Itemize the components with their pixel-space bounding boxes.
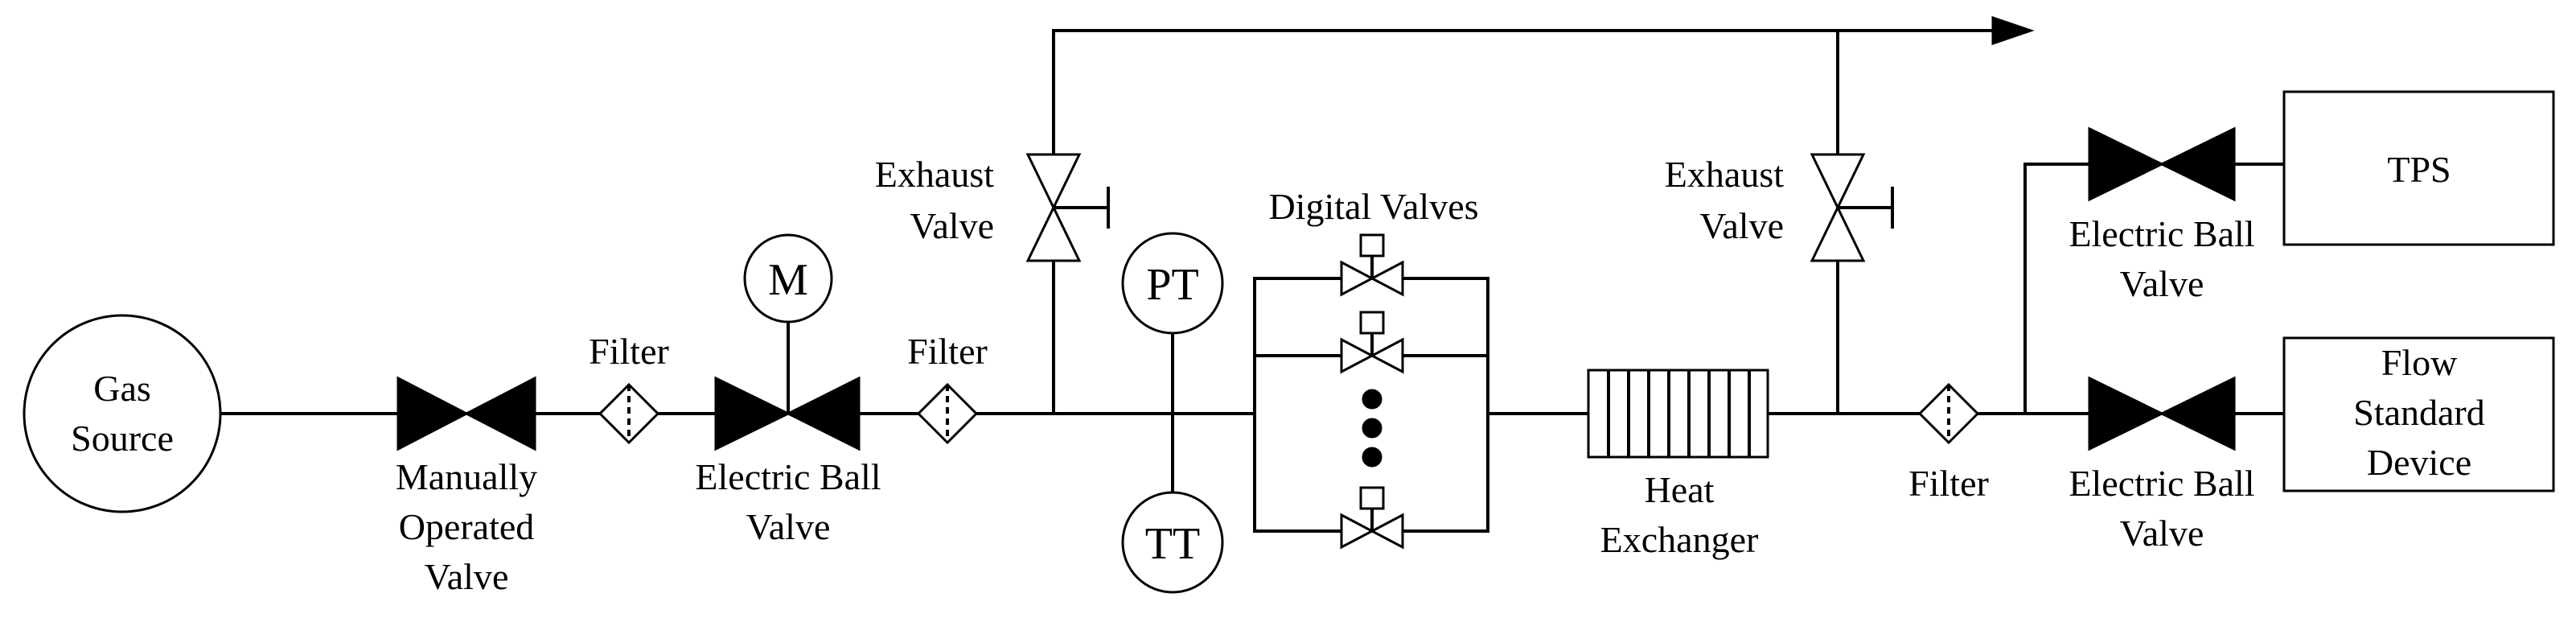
- gas-source: [23, 314, 222, 513]
- electric-ball-valve-top-label-2: Valve: [2120, 263, 2204, 304]
- filter-3-label: Filter: [1908, 463, 1989, 504]
- electric-ball-valve-bottom-icon-right: [2159, 376, 2236, 451]
- digital-valve-2-icon: [1340, 337, 1375, 374]
- electric-ball-valve-bottom-label-1: Electric Ball: [2069, 463, 2254, 504]
- pressure-transmitter-icon: [1121, 232, 1224, 335]
- digital-valve-3-actuator: [1359, 486, 1385, 510]
- ellipsis-dot-3: [1362, 447, 1382, 468]
- digital-valve-3-icon: [1340, 513, 1375, 550]
- electric-ball-valve-top-label-1: Electric Ball: [2069, 213, 2254, 254]
- exhaust-valve-1-icon: [1025, 153, 1082, 211]
- electric-ball-valve-bottom-icon: [2088, 376, 2165, 451]
- digital-valve-1-icon: [1340, 260, 1375, 297]
- pressure-transmitter-label: PT: [1146, 260, 1198, 310]
- motor-label: M: [768, 255, 808, 305]
- exhaust-arrow-head: [1991, 15, 2035, 46]
- temperature-transmitter-label: TT: [1145, 519, 1200, 569]
- exhaust-valve-1-icon-bottom: [1025, 204, 1082, 262]
- exhaust-valve-1-label-1: Exhaust: [875, 154, 994, 195]
- filter-1-label: Filter: [589, 331, 669, 372]
- digital-valve-2-actuator: [1359, 311, 1385, 335]
- exhaust-valve-2-icon-bottom: [1810, 204, 1866, 262]
- heat-exchanger-label-1: Heat: [1645, 469, 1715, 510]
- digital-valves-manifold: [1253, 233, 1489, 550]
- digital-valve-1-actuator: [1359, 233, 1385, 258]
- temperature-transmitter-icon: [1121, 491, 1224, 594]
- electric-ball-valve-1-icon: [714, 376, 791, 451]
- exhaust-valve-1-label-2: Valve: [910, 205, 994, 246]
- ellipsis-dot-2: [1362, 418, 1382, 439]
- electric-ball-valve-top-icon-right: [2159, 126, 2236, 202]
- heat-exchanger-icon: [1587, 369, 1769, 459]
- gas-source-label-2: Source: [71, 418, 174, 459]
- electric-ball-valve-1-label-2: Valve: [746, 506, 831, 547]
- digital-valve-3-icon-right: [1369, 513, 1404, 550]
- manual-valve-label-3: Valve: [425, 556, 509, 597]
- motor-icon: [743, 233, 833, 323]
- exhaust-valve-2-label-1: Exhaust: [1665, 154, 1784, 195]
- filter-2-label: Filter: [907, 331, 988, 372]
- tps-box: [2282, 90, 2555, 246]
- tps-label: TPS: [2387, 149, 2451, 190]
- flow-standard-device-box: [2282, 336, 2555, 492]
- exhaust-valve-2-icon: [1810, 153, 1866, 211]
- manual-valve-label-1: Manually: [396, 456, 537, 497]
- heat-exchanger-label-2: Exchanger: [1600, 519, 1759, 560]
- heat-exchanger-body: [1587, 369, 1769, 459]
- electric-ball-valve-bottom-label-2: Valve: [2120, 513, 2204, 554]
- digital-valve-2-icon-right: [1369, 337, 1404, 374]
- manual-valve-icon-right: [463, 376, 536, 451]
- manual-valve-icon: [396, 376, 470, 451]
- manual-valve-label-2: Operated: [399, 506, 535, 547]
- gas-source-label-1: Gas: [93, 368, 151, 409]
- electric-ball-valve-1-label-1: Electric Ball: [695, 456, 881, 497]
- flow-standard-label-1: Flow: [2381, 342, 2458, 383]
- digital-valves-label: Digital Valves: [1268, 186, 1478, 227]
- flow-standard-label-3: Device: [2367, 442, 2471, 483]
- digital-valve-1-icon-right: [1369, 260, 1404, 297]
- flow-standard-label-2: Standard: [2353, 392, 2485, 433]
- electric-ball-valve-top-icon: [2088, 126, 2165, 202]
- electric-ball-valve-1-icon-right: [785, 376, 861, 451]
- ellipsis-dot-1: [1362, 389, 1382, 410]
- exhaust-valve-2-label-2: Valve: [1699, 205, 1784, 246]
